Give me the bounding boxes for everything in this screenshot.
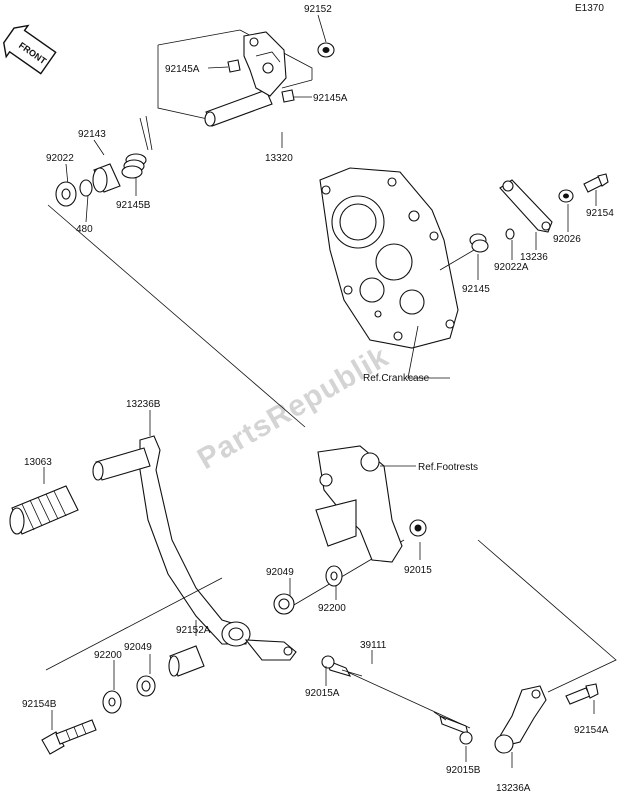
label-ref-footrests: Ref.Footrests xyxy=(418,462,478,473)
footrest-bracket xyxy=(315,445,403,563)
label-13063: 13063 xyxy=(24,457,52,468)
leader-lines-bottom xyxy=(325,539,617,768)
bolt-92154B xyxy=(41,719,97,755)
crankcase-cover xyxy=(319,167,459,349)
shift-shaft-assembly-13320 xyxy=(157,29,335,127)
washer-92026 xyxy=(558,189,574,203)
label-92154B: 92154B xyxy=(22,699,57,710)
label-ref-crankcase: Ref.Crankcase xyxy=(363,373,430,384)
shift-link-13236 xyxy=(499,179,553,233)
label-92022: 92022 xyxy=(46,153,74,164)
spring-92145B xyxy=(121,115,153,179)
nut-92015A xyxy=(321,655,335,669)
washer-92022 xyxy=(55,181,77,207)
label-92015: 92015 xyxy=(404,565,432,576)
rubber-13063 xyxy=(9,485,79,535)
label-92145A-top: 92145A xyxy=(165,64,200,75)
label-92152: 92152 xyxy=(304,4,332,15)
label-92022A: 92022A xyxy=(494,262,529,273)
tie-rod-39111 xyxy=(325,659,471,735)
label-92154: 92154 xyxy=(586,208,614,219)
diagram-code: E1370 xyxy=(575,3,604,14)
leader-ref-crankcase xyxy=(407,325,450,379)
washer-92022A xyxy=(505,228,515,240)
washer-92200-upper xyxy=(325,565,343,587)
shift-pedal-13236B xyxy=(139,435,297,661)
nut-92015B xyxy=(459,731,473,745)
front-arrow-badge: FRONT xyxy=(3,24,57,75)
leader-lines-top xyxy=(47,14,327,428)
label-39111: 39111 xyxy=(360,640,387,651)
label-92143: 92143 xyxy=(78,129,106,140)
label-92200-lower: 92200 xyxy=(94,650,122,661)
spring-92145 xyxy=(469,233,489,253)
label-92200-upper: 92200 xyxy=(318,603,346,614)
label-480: 480 xyxy=(76,224,93,235)
oil-seal-92049-upper xyxy=(273,593,295,615)
label-92015B: 92015B xyxy=(446,765,481,776)
washer-92200-lower xyxy=(102,690,122,714)
leader-lines-right xyxy=(439,190,597,280)
bolt-92154 xyxy=(583,173,609,193)
label-92049-upper: 92049 xyxy=(266,567,294,578)
label-92145B: 92145B xyxy=(116,200,151,211)
label-92152A: 92152A xyxy=(176,625,211,636)
label-92154A: 92154A xyxy=(574,725,609,736)
label-13320: 13320 xyxy=(265,153,293,164)
label-92049-lower: 92049 xyxy=(124,642,152,653)
link-13236A xyxy=(494,685,547,754)
label-13236A: 13236A xyxy=(496,783,531,794)
label-13236: 13236 xyxy=(520,252,548,263)
label-13236B: 13236B xyxy=(126,399,161,410)
oil-seal-92049-lower xyxy=(136,675,156,697)
label-92145A-mid: 92145A xyxy=(313,93,348,104)
peg-shaft xyxy=(92,447,151,481)
collar-92143 xyxy=(92,163,121,193)
label-92026: 92026 xyxy=(553,234,581,245)
collar-92152A xyxy=(168,645,205,677)
bolt-92154A xyxy=(565,683,599,705)
label-92145: 92145 xyxy=(462,284,490,295)
circlip-480 xyxy=(79,179,93,197)
label-92015A: 92015A xyxy=(305,688,340,699)
nut-92015 xyxy=(409,519,427,537)
